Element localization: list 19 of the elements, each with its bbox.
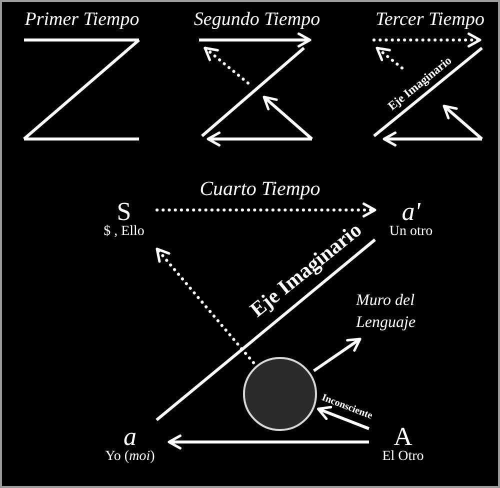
node-caption: $ , Ello (104, 225, 144, 240)
arrow (168, 434, 369, 450)
note-text: Muro del Lenguaje (356, 290, 440, 336)
node-symbol: S (116, 198, 132, 226)
node-caption: El Otro (382, 450, 424, 465)
arrow (316, 406, 370, 430)
arrow (312, 338, 362, 372)
node-caption: Un otro (389, 225, 433, 240)
heading: Segundo Tiempo (194, 10, 320, 31)
node-symbol: a (124, 423, 136, 450)
node-symbol: a' (402, 198, 420, 226)
heading: Tercer Tiempo (376, 10, 484, 31)
node-symbol: A (394, 423, 412, 450)
dotted-arrow (156, 247, 255, 364)
heading: Cuarto Tiempo (200, 178, 320, 200)
line (156, 238, 376, 422)
node-caption: Yo (moi) (105, 450, 155, 465)
heading: Primer Tiempo (24, 10, 140, 31)
dotted-arrow (156, 202, 376, 218)
